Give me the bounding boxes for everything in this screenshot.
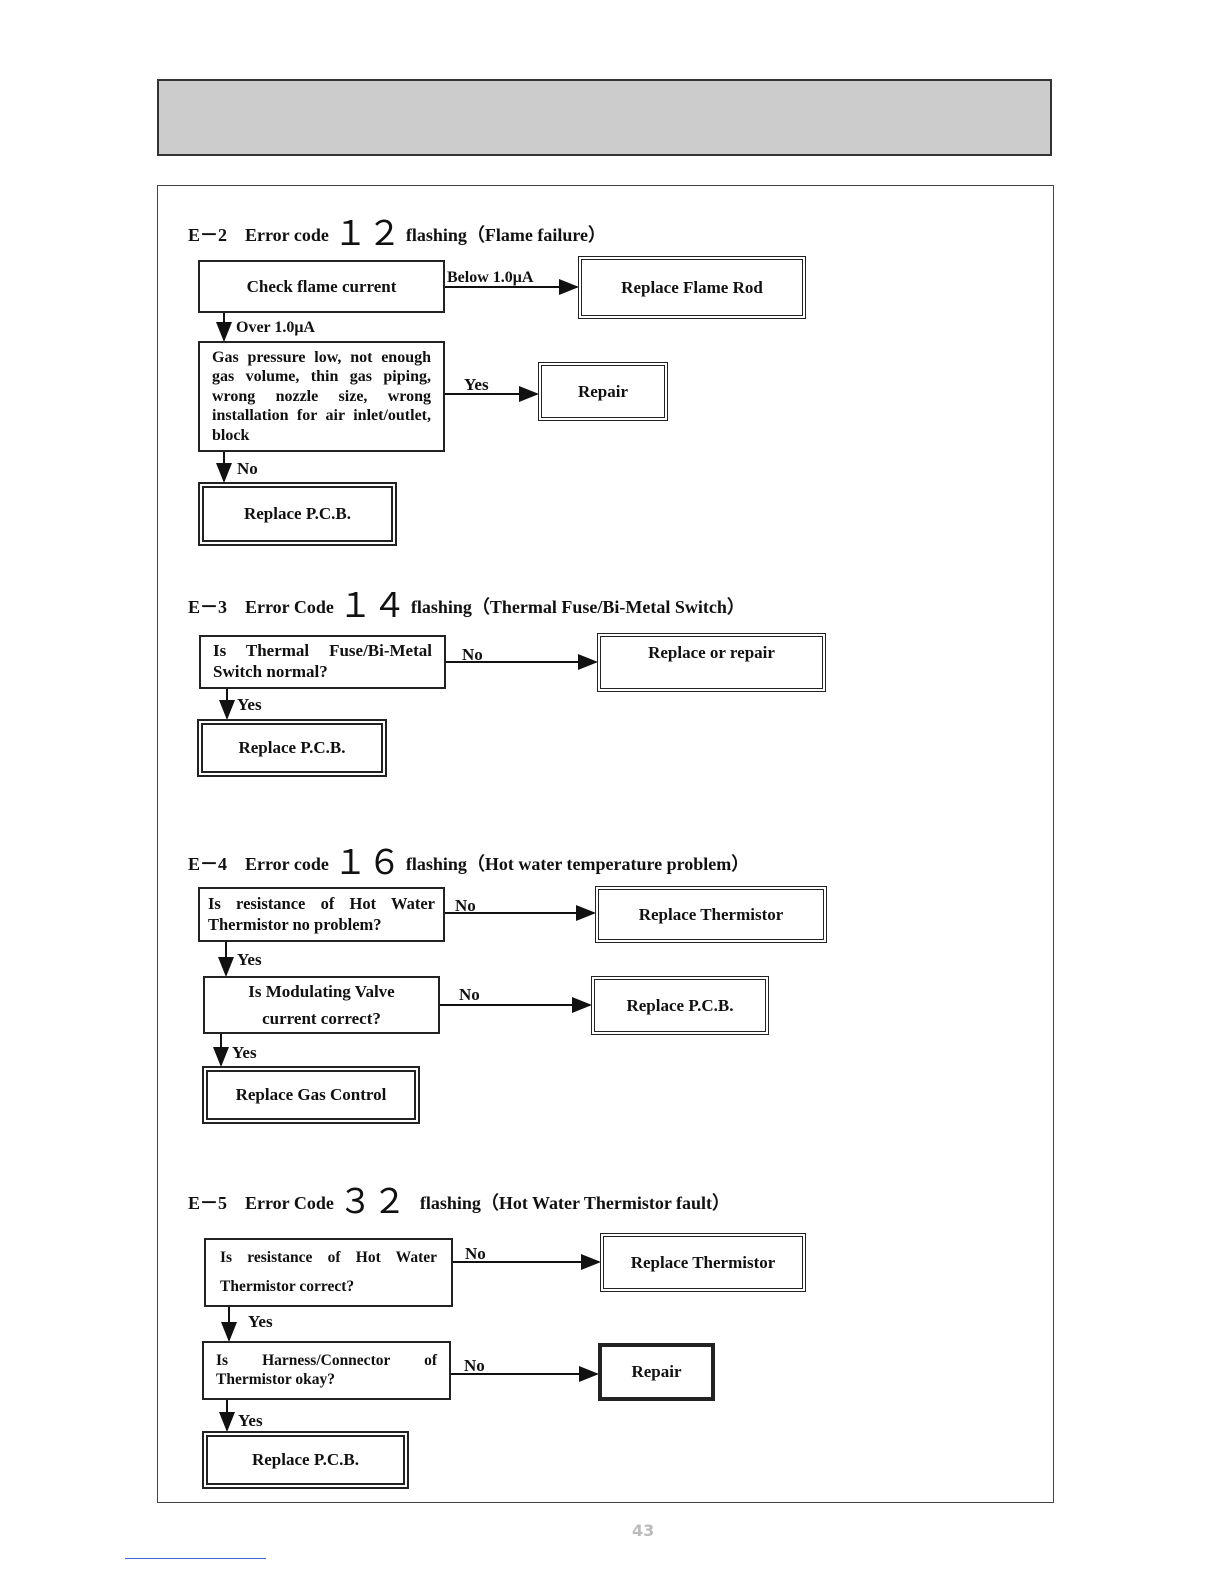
e4-question1-text: Is resistance of Hot Water Thermistor no…: [208, 894, 435, 934]
content-frame: [157, 185, 1054, 1503]
e4-label: E－4: [188, 854, 228, 874]
e5-no1-label: No: [465, 1244, 486, 1263]
e3-question-text: Is Thermal Fuse/Bi-Metal Switch normal?: [213, 641, 432, 681]
footer-line: [125, 1558, 266, 1559]
e4-replace-pcb-box: Replace P.C.B.: [591, 976, 769, 1035]
e2-replace-rod-text: Replace Flame Rod: [621, 277, 763, 297]
e3-replace-repair-text: Replace or repair: [648, 643, 775, 662]
e3-question-box: Is Thermal Fuse/Bi-Metal Switch normal?: [199, 635, 446, 689]
e4-no2-label: No: [459, 985, 480, 1004]
header-bar: [157, 79, 1052, 156]
e4-replace-gas-box: Replace Gas Control: [202, 1066, 420, 1124]
e5-prefix: Error Code: [245, 1193, 334, 1213]
e4-question2-box: Is Modulating Valve current correct?: [203, 976, 440, 1034]
e4-yes2-label: Yes: [232, 1043, 257, 1062]
e3-heading: E－3 Error Code １４ flashing（Thermal Fuse/…: [188, 578, 745, 627]
e5-replace-thermistor-box: Replace Thermistor: [600, 1233, 806, 1292]
e3-replace-pcb-box: Replace P.C.B.: [197, 719, 387, 777]
e4-heading: E－4 Error code １６ flashing（Hot water tem…: [188, 835, 749, 884]
e5-question1b-text: Thermistor correct?: [220, 1277, 355, 1295]
e5-question1-box: Is resistance of Hot Water Thermistor co…: [204, 1238, 453, 1307]
e4-replace-gas-text: Replace Gas Control: [235, 1085, 387, 1104]
e2-check-box: Check flame current: [198, 260, 445, 313]
e4-question2a-text: Is Modulating Valve: [248, 981, 395, 1001]
e5-replace-pcb-box: Replace P.C.B.: [202, 1431, 409, 1489]
e2-prefix: Error code: [245, 225, 329, 245]
e5-heading: E－5 Error Code ３２ flashing（Hot Water The…: [188, 1174, 730, 1223]
e2-heading: E－2 Error code １２ flashing（Flame failure…: [188, 206, 606, 255]
e2-label: E－2: [188, 225, 228, 245]
e2-over-label: Over 1.0μA: [236, 319, 315, 336]
e2-replace-pcb-box: Replace P.C.B.: [198, 482, 397, 546]
e5-label: E－5: [188, 1193, 228, 1213]
page-number: 43: [632, 1521, 655, 1540]
e3-label: E－3: [188, 597, 228, 617]
e3-suffix: flashing（Thermal Fuse/Bi-Metal Switch）: [410, 597, 745, 617]
e2-check-text: Check flame current: [246, 276, 397, 296]
e4-question1-box: Is resistance of Hot Water Thermistor no…: [198, 887, 445, 942]
e5-suffix: flashing（Hot Water Thermistor fault）: [419, 1193, 731, 1213]
e5-yes2-label: Yes: [238, 1411, 263, 1430]
e5-repair-text: Repair: [631, 1362, 682, 1381]
e2-suffix: flashing（Flame failure）: [405, 225, 606, 245]
e3-replace-repair-box: Replace or repair: [597, 633, 826, 692]
e5-yes1-label: Yes: [248, 1312, 273, 1331]
e2-repair-text: Repair: [577, 381, 629, 401]
e2-code: １２: [333, 214, 402, 254]
e5-code: ３２: [338, 1182, 407, 1222]
e2-yes-label: Yes: [464, 375, 489, 394]
e5-question1a-text: Is resistance of Hot Water: [220, 1248, 437, 1266]
e4-no1-label: No: [455, 896, 476, 915]
e4-suffix: flashing（Hot water temperature problem）: [405, 854, 750, 874]
e2-repair-box: Repair: [538, 362, 668, 421]
e2-replace-rod-box: Replace Flame Rod: [578, 256, 806, 319]
e2-no-label: No: [237, 459, 258, 478]
e2-question-text: Gas pressure low, not enough gas volume,…: [212, 348, 431, 444]
e2-below-label: Below 1.0μA: [447, 269, 534, 286]
e3-no-label: No: [462, 645, 483, 664]
e4-yes1-label: Yes: [237, 950, 262, 969]
e3-prefix: Error Code: [245, 597, 334, 617]
e2-question-box: Gas pressure low, not enough gas volume,…: [198, 341, 445, 452]
e4-replace-thermistor-text: Replace Thermistor: [638, 904, 784, 924]
e5-question2-text: Is Harness/Connector of Thermistor okay?: [216, 1351, 437, 1388]
e4-replace-thermistor-box: Replace Thermistor: [595, 886, 827, 943]
e5-replace-pcb-text: Replace P.C.B.: [251, 1450, 360, 1469]
e4-prefix: Error code: [245, 854, 329, 874]
e5-question2-box: Is Harness/Connector of Thermistor okay?: [202, 1341, 451, 1400]
e3-yes-label: Yes: [237, 695, 262, 714]
e5-replace-thermistor-text: Replace Thermistor: [630, 1252, 776, 1272]
e4-replace-pcb-text: Replace P.C.B.: [626, 995, 734, 1015]
e2-replace-pcb-text: Replace P.C.B.: [243, 504, 352, 523]
e3-replace-pcb-text: Replace P.C.B.: [238, 738, 346, 757]
e3-code: １４: [338, 586, 407, 626]
e5-no2-label: No: [464, 1356, 485, 1375]
e5-repair-box: Repair: [598, 1343, 715, 1401]
e4-code: １６: [333, 843, 402, 883]
e4-question2b-text: current correct?: [262, 1009, 381, 1028]
